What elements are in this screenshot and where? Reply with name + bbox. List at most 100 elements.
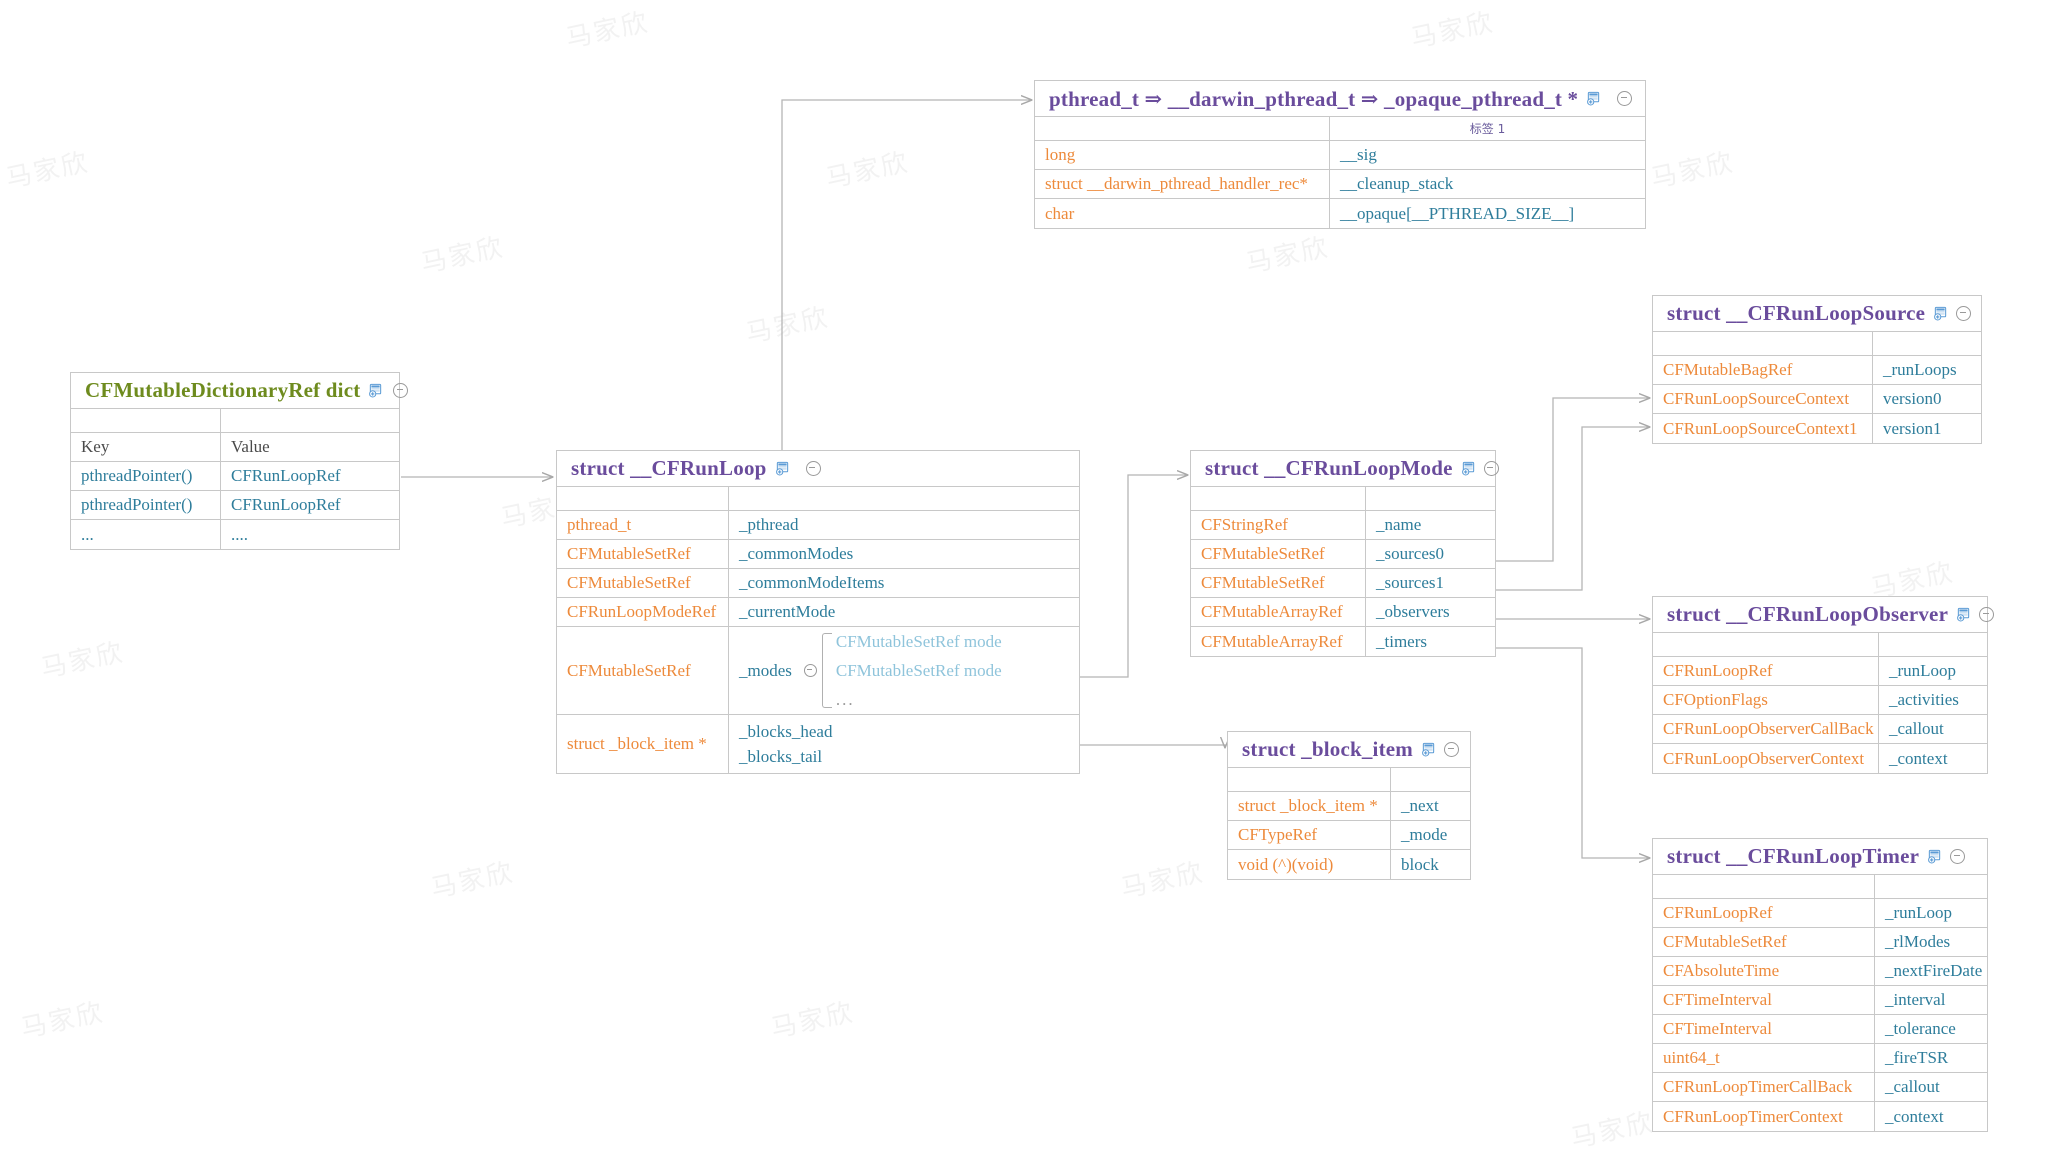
table-row[interactable]: CFMutableBagRef _runLoops xyxy=(1653,356,1981,385)
collapse-circle-icon[interactable] xyxy=(1444,742,1459,757)
table-row[interactable]: CFTimeInterval _tolerance xyxy=(1653,1015,1987,1044)
table-row[interactable]: CFOptionFlags _activities xyxy=(1653,686,1987,715)
watermark: 马家欣 xyxy=(1648,147,1737,195)
table-row[interactable]: CFMutableArrayRef _observers xyxy=(1191,598,1495,627)
subheader-col1 xyxy=(1653,875,1875,898)
table-row[interactable]: CFRunLoopRef _runLoop xyxy=(1653,899,1987,928)
row-name: __cleanup_stack xyxy=(1340,174,1454,193)
table-row[interactable]: CFRunLoopSourceContext version0 xyxy=(1653,385,1981,414)
row-name: _context xyxy=(1889,748,1948,768)
row-name: __sig xyxy=(1340,145,1377,164)
row-value: CFRunLoopRef xyxy=(231,466,341,485)
row-name: __opaque[__PTHREAD_SIZE__] xyxy=(1340,203,1575,223)
row-name: _interval xyxy=(1885,990,1946,1009)
row-type: CFMutableSetRef xyxy=(557,627,729,714)
table-row[interactable]: pthreadPointer() CFRunLoopRef xyxy=(71,462,399,491)
collapse-circle-icon[interactable] xyxy=(1979,607,1995,622)
table-row[interactable]: CFStringRef _name xyxy=(1191,511,1495,540)
row-type: struct _block_item * xyxy=(557,715,729,773)
row-name: _next xyxy=(1401,796,1439,815)
subheader-col1 xyxy=(71,409,221,432)
add-table-icon[interactable] xyxy=(1956,607,1971,622)
add-table-icon[interactable] xyxy=(1461,461,1476,476)
table-runlooptimer[interactable]: struct __CFRunLoopTimer CFRunLoopRef _ru… xyxy=(1652,838,1988,1132)
collapse-circle-icon[interactable] xyxy=(1956,306,1972,321)
collapse-circle-icon[interactable] xyxy=(805,461,821,476)
table-runloopmode[interactable]: struct __CFRunLoopMode CFStringRef _name xyxy=(1190,450,1499,657)
collapse-circle-icon[interactable] xyxy=(1950,849,1966,864)
subheader-col2 xyxy=(729,487,1079,510)
table-row-modes[interactable]: CFMutableSetRef _modes CFMutableSetRef m… xyxy=(557,627,1079,715)
table-row[interactable]: struct __darwin_pthread_handler_rec* __c… xyxy=(1035,170,1645,199)
table-row-blocks[interactable]: struct _block_item * _blocks_head _block… xyxy=(557,715,1079,773)
subheader-col2 xyxy=(1879,633,1987,656)
add-table-icon[interactable] xyxy=(1933,306,1948,321)
add-table-icon[interactable] xyxy=(1586,91,1601,106)
table-row[interactable]: CFRunLoopObserverCallBack _callout xyxy=(1653,715,1987,744)
table-pthread[interactable]: pthread_t ⇒ __darwin_pthread_t ⇒ _opaque… xyxy=(1034,80,1646,229)
table-row[interactable]: CFRunLoopTimerContext _context xyxy=(1653,1102,1987,1131)
table-dict[interactable]: CFMutableDictionaryRef dict Key Value xyxy=(70,372,409,550)
row-name: _fireTSR xyxy=(1885,1048,1949,1067)
subheader-col1 xyxy=(1228,768,1391,791)
table-runloop[interactable]: struct __CFRunLoop pthread_t _pthread xyxy=(556,450,1080,774)
table-row[interactable]: struct _block_item * _next xyxy=(1228,792,1470,821)
row-type: CFTimeInterval xyxy=(1653,986,1875,1014)
table-row[interactable]: CFRunLoopSourceContext1 version1 xyxy=(1653,414,1981,443)
table-header-row: Key Value xyxy=(71,433,399,462)
table-blockitem-title: struct _block_item xyxy=(1242,737,1413,761)
add-table-icon[interactable] xyxy=(1927,849,1942,864)
row-type: void (^)(void) xyxy=(1228,850,1391,879)
table-row[interactable]: CFMutableSetRef _commonModes xyxy=(557,540,1079,569)
table-row[interactable]: CFAbsoluteTime _nextFireDate xyxy=(1653,957,1987,986)
subheader-col1 xyxy=(1653,332,1873,355)
subheader-col2 xyxy=(1873,332,1981,355)
watermark: 马家欣 xyxy=(768,997,857,1045)
table-row[interactable]: CFRunLoopRef _runLoop xyxy=(1653,657,1987,686)
row-type: CFMutableBagRef xyxy=(1653,356,1873,384)
table-row[interactable]: CFMutableSetRef _rlModes xyxy=(1653,928,1987,957)
watermark: 马家欣 xyxy=(1243,232,1332,280)
table-row[interactable]: CFRunLoopObserverContext _context xyxy=(1653,744,1987,773)
watermark: 马家欣 xyxy=(563,7,652,55)
table-row[interactable]: uint64_t _fireTSR xyxy=(1653,1044,1987,1073)
table-row[interactable]: long __sig xyxy=(1035,141,1645,170)
table-row[interactable]: CFTypeRef _mode xyxy=(1228,821,1470,850)
add-table-icon[interactable] xyxy=(1421,742,1436,757)
table-row[interactable]: CFRunLoopTimerCallBack _callout xyxy=(1653,1073,1987,1102)
row-name: version0 xyxy=(1883,389,1942,408)
table-runloopobserver[interactable]: struct __CFRunLoopObserver CFRunLoopRef … xyxy=(1652,596,1995,774)
row-name: _sources0 xyxy=(1376,544,1444,563)
table-blockitem[interactable]: struct _block_item struct _block_item * … xyxy=(1227,731,1471,880)
table-row[interactable]: pthreadPointer() CFRunLoopRef xyxy=(71,491,399,520)
row-type: struct __darwin_pthread_handler_rec* xyxy=(1035,170,1330,198)
table-row[interactable]: pthread_t _pthread xyxy=(557,511,1079,540)
table-row[interactable]: CFMutableSetRef _commonModeItems xyxy=(557,569,1079,598)
table-row[interactable]: CFRunLoopModeRef _currentMode xyxy=(557,598,1079,627)
add-table-icon[interactable] xyxy=(368,383,383,398)
table-row[interactable]: void (^)(void) block xyxy=(1228,850,1470,879)
table-row[interactable]: CFMutableArrayRef _timers xyxy=(1191,627,1495,656)
subheader-col2 xyxy=(1366,487,1495,510)
subheader-col2 xyxy=(1875,875,1987,898)
table-runloopsource[interactable]: struct __CFRunLoopSource CFMutableBagRef… xyxy=(1652,295,1982,444)
expand-dot-icon[interactable] xyxy=(803,664,817,677)
collapse-circle-icon[interactable] xyxy=(1617,91,1633,106)
table-row[interactable]: CFMutableSetRef _sources0 xyxy=(1191,540,1495,569)
collapse-circle-icon[interactable] xyxy=(1483,461,1499,476)
table-runloopobserver-subheader xyxy=(1653,633,1987,657)
row-name: _context xyxy=(1885,1106,1944,1126)
row-name: _rlModes xyxy=(1885,932,1951,951)
row-type: CFRunLoopObserverContext xyxy=(1653,744,1879,773)
table-row[interactable]: ... .... xyxy=(71,520,399,549)
table-runlooptimer-title: struct __CFRunLoopTimer xyxy=(1667,844,1920,868)
table-row[interactable]: char __opaque[__PTHREAD_SIZE__] xyxy=(1035,199,1645,228)
table-row[interactable]: CFMutableSetRef _sources1 xyxy=(1191,569,1495,598)
nested-mode-item: CFMutableSetRef mode xyxy=(835,632,1002,651)
collapse-circle-icon[interactable] xyxy=(393,383,409,398)
table-runloop-title: struct __CFRunLoop xyxy=(571,456,767,480)
table-row[interactable]: CFTimeInterval _interval xyxy=(1653,986,1987,1015)
add-table-icon[interactable] xyxy=(775,461,790,476)
row-type: CFRunLoopObserverCallBack xyxy=(1653,715,1879,743)
watermark: 马家欣 xyxy=(3,147,92,195)
